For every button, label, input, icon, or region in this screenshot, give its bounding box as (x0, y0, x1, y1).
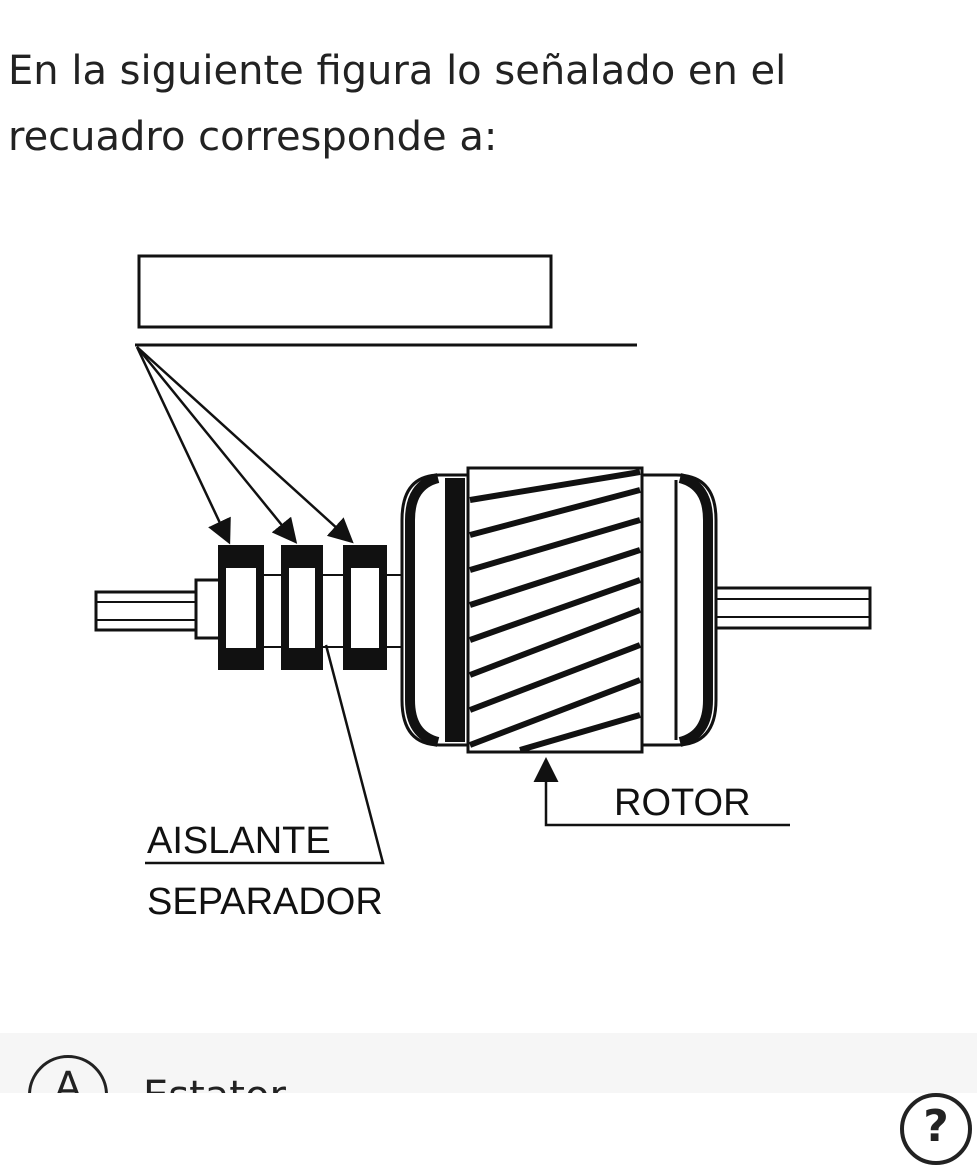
answer-box (137, 254, 553, 329)
left-shaft (94, 590, 198, 632)
label-separador: SEPARADOR (147, 881, 383, 923)
arrow-ring-1 (135, 346, 231, 545)
option-letter: A (54, 1064, 82, 1093)
arrow-ring-3 (136, 346, 354, 544)
separator-leader (145, 644, 385, 865)
arrow-ring-2 (136, 346, 298, 544)
question-circle-icon: ? (923, 1101, 949, 1152)
label-rotor: ROTOR (614, 782, 751, 824)
slip-ring-3 (343, 545, 387, 670)
help-button[interactable]: ? (900, 1093, 972, 1165)
rotor-core (466, 466, 644, 754)
slip-ring-2 (281, 545, 323, 670)
rotor-leader (533, 757, 790, 827)
option-text: Estator (143, 1073, 286, 1093)
motor-rotor-figure: ROTOR AISLANTE SEPARADOR (94, 254, 872, 923)
slip-ring-1 (218, 545, 264, 670)
right-shaft (714, 586, 872, 630)
option-letter-badge: A (28, 1055, 108, 1093)
rotor-right-cap (640, 473, 718, 747)
question-text: En la siguiente figura lo señalado en el… (8, 48, 787, 160)
rotor-left-cap (400, 473, 470, 747)
option-a[interactable]: A Estator (0, 1033, 977, 1093)
label-aislante: AISLANTE (147, 820, 331, 862)
